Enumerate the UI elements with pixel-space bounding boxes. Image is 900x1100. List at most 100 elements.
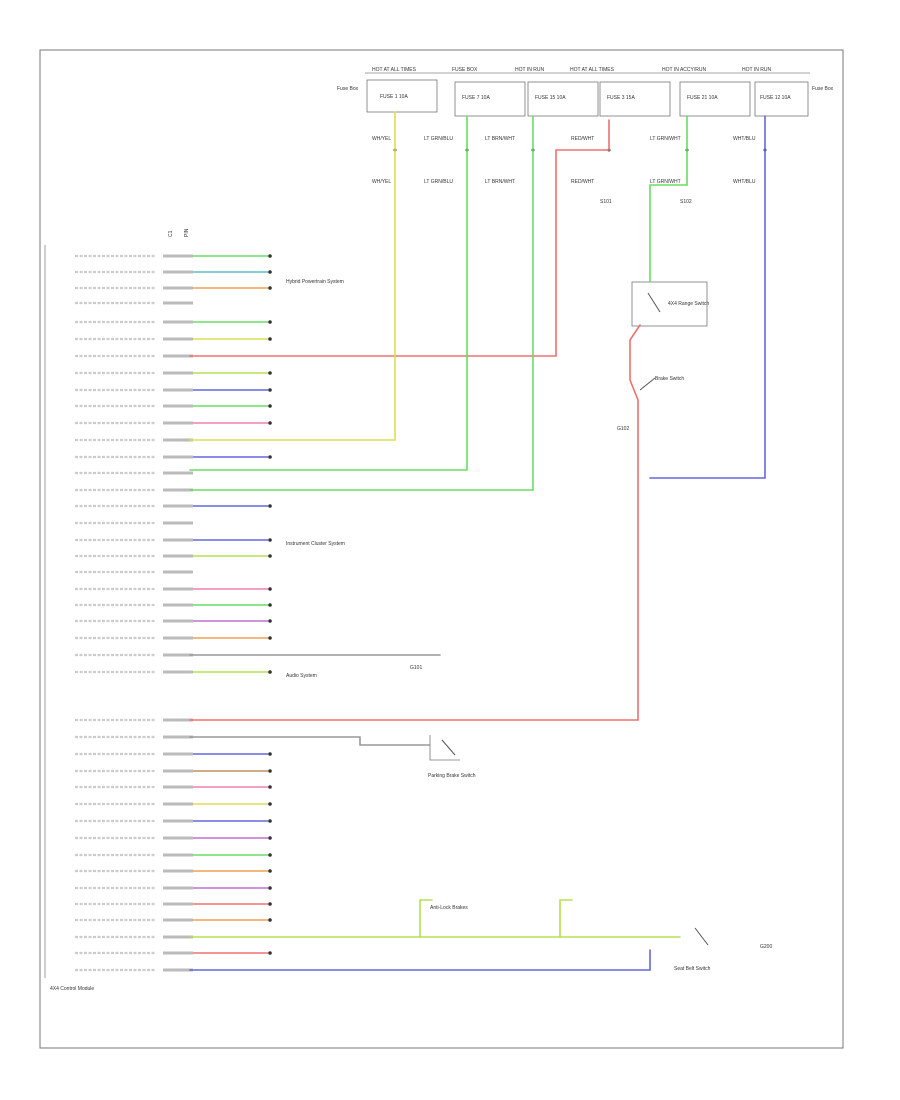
connector-dot — [268, 337, 272, 341]
fuse-6-box — [754, 81, 809, 117]
wire-gray — [189, 736, 431, 746]
connector-dot — [268, 902, 272, 906]
fuse-box-section-1: HOT AT ALL TIMES — [372, 67, 417, 73]
connector-dot — [268, 670, 272, 674]
pin-header-c1: C1 — [168, 230, 174, 237]
pin-number — [163, 819, 193, 823]
connector-dot — [268, 320, 272, 324]
pin-number — [163, 951, 193, 955]
pin-number — [163, 869, 193, 873]
splice-label-1: S101 — [600, 199, 612, 205]
pin-number — [163, 918, 193, 922]
pin-number — [163, 653, 193, 657]
pin-number — [163, 570, 193, 574]
fuse-wire-label-2b: LT GRN/BLU — [424, 179, 453, 185]
diagram-frame — [39, 49, 844, 1049]
connector-dot — [268, 918, 272, 922]
connector-dot — [268, 371, 272, 375]
long-wires — [189, 111, 766, 971]
pin-rows — [75, 254, 272, 972]
switch-blade — [639, 377, 656, 391]
fuse-1-box — [366, 79, 438, 113]
fuse-wire-label-5b: LT GRN/WHT — [650, 179, 681, 185]
wire-lime — [419, 899, 433, 938]
pin-number — [163, 785, 193, 789]
connector-dot — [268, 587, 272, 591]
wire-green — [189, 115, 468, 471]
fuse-wire-label-2a: LT GRN/BLU — [424, 136, 453, 142]
connector-dot — [268, 752, 272, 756]
fuse-wire-label-3b: LT BRN/WHT — [485, 179, 515, 185]
pin-number — [163, 504, 193, 508]
pin-number — [163, 438, 193, 442]
fuse-wire-label-1b: WH/YEL — [372, 179, 391, 185]
connector-dot — [268, 421, 272, 425]
system-label-4: Audio System — [286, 673, 317, 679]
fuse-2-label: FUSE 7 10A — [462, 95, 490, 101]
wire-yellow — [189, 111, 396, 441]
connector-dot — [268, 404, 272, 408]
fuse-2-box — [454, 81, 526, 117]
connector-dot — [268, 554, 272, 558]
fuse-wire-label-5a: LT GRN/WHT — [650, 136, 681, 142]
connector-dot — [268, 869, 272, 873]
pin-number — [163, 404, 193, 408]
fuse-4-box — [599, 81, 671, 117]
fuse-box-section-5: HOT IN ACCY/RUN — [662, 67, 706, 73]
module-label: 4X4 Control Module — [50, 986, 94, 992]
fuse-box-label: Fuse Box — [337, 86, 359, 92]
fuse-wire-label-3a: LT BRN/WHT — [485, 136, 515, 142]
fuse-wire-label-1a: WH/YEL — [372, 136, 391, 142]
pin-number — [163, 388, 193, 392]
pin-number — [163, 320, 193, 324]
connector-dot — [268, 853, 272, 857]
switch-blade — [694, 927, 709, 946]
connector-dot — [268, 619, 272, 623]
wire-green — [649, 115, 688, 283]
pin-number — [163, 603, 193, 607]
fuse-box-section-6: HOT IN RUN — [742, 67, 771, 73]
fuse-3-box — [527, 81, 599, 117]
pin-number — [163, 802, 193, 806]
pin-number — [163, 354, 193, 358]
pin-number — [163, 636, 193, 640]
fuse-3-label: FUSE 15 10A — [535, 95, 566, 101]
pin-number — [163, 718, 193, 722]
components: S101 S102 4X4 Range Switch Brake Switch … — [286, 199, 772, 972]
control-module: C1 PIN 4X4 Control Module — [44, 228, 190, 992]
pin-number — [163, 421, 193, 425]
pin-header-pin: PIN — [184, 228, 190, 237]
fuse-4-label: FUSE 3 15A — [607, 95, 635, 101]
wire-lime — [559, 899, 573, 938]
pin-number — [163, 902, 193, 906]
ground-label-3: G200 — [760, 944, 772, 950]
fuse-box-section-2: FUSE BOX — [452, 67, 478, 73]
pin-number — [163, 836, 193, 840]
wire-blue — [649, 115, 766, 479]
wire-blue — [189, 949, 651, 971]
pin-number — [163, 619, 193, 623]
connector-dot — [268, 603, 272, 607]
connector-dot — [268, 254, 272, 258]
switch-blade — [647, 292, 661, 313]
ground-label-2: G102 — [617, 426, 629, 432]
connector-dot — [268, 388, 272, 392]
fuse-5-box — [679, 81, 751, 117]
wire-green — [189, 115, 534, 491]
pin-number — [163, 254, 193, 258]
fuse-box: HOT AT ALL TIMES FUSE BOX HOT IN RUN HOT… — [337, 67, 834, 185]
range-switch-box — [631, 281, 708, 327]
fuse-box-section-4: HOT AT ALL TIMES — [570, 67, 615, 73]
fuse-wire-label-6a: WHT/BLU — [733, 136, 756, 142]
pin-number — [163, 301, 193, 305]
pin-number — [163, 752, 193, 756]
range-switch-label: 4X4 Range Switch — [668, 301, 709, 307]
seat-belt-switch-label: Seat Belt Switch — [674, 966, 711, 972]
pin-number — [163, 286, 193, 290]
pin-number — [163, 371, 193, 375]
pin-number — [163, 521, 193, 525]
switch-blade — [441, 739, 456, 756]
pin-number — [163, 670, 193, 674]
connector-dot — [268, 951, 272, 955]
pin-number — [163, 853, 193, 857]
